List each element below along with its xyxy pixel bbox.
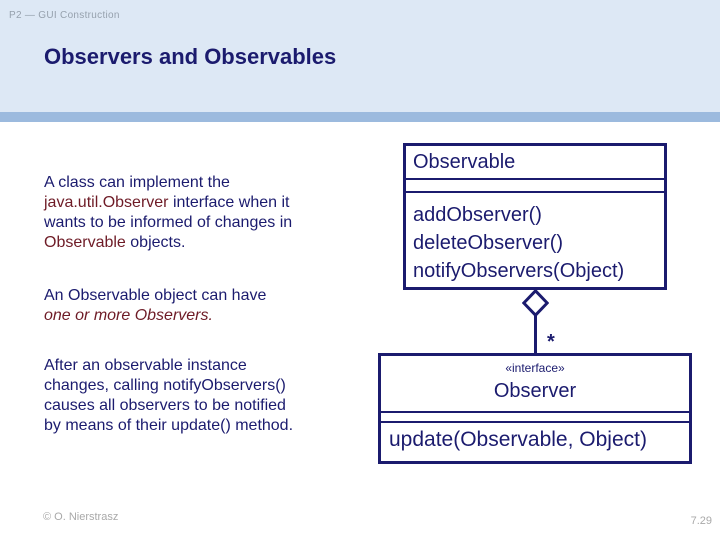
interface-stereotype: «interface»	[505, 361, 565, 375]
uml-class-observable: Observable addObserver() deleteObserver(…	[403, 143, 667, 290]
aggregation-diamond-icon	[522, 289, 549, 317]
page-title: Observers and Observables	[44, 44, 337, 69]
observable-class-name: Observable	[406, 146, 664, 180]
page-number: 7.29	[690, 515, 712, 527]
code-highlight: Observable	[44, 234, 126, 251]
text-segment: After an observable instance	[44, 357, 247, 374]
text-segment: A class can implement the	[44, 174, 230, 191]
paragraph-notify: After an observable instance changes, ca…	[44, 356, 293, 436]
text-line: java.util.Observer interface when it	[44, 193, 292, 213]
observable-methods-compartment: addObserver() deleteObserver() notifyObs…	[406, 193, 664, 285]
copyright-label: © O. Nierstrasz	[43, 511, 119, 523]
slide-header: P2 — GUI Construction Observers and Obse…	[0, 0, 720, 112]
paragraph-observers: An Observable object can have one or mor…	[44, 286, 266, 326]
method-add-observer: addObserver()	[413, 204, 542, 226]
text-line: causes all observers to be notified	[44, 396, 293, 416]
text-segment: causes all observers to be notified	[44, 397, 286, 414]
uml-class-observer: «interface» Observer update(Observable, …	[378, 353, 692, 464]
text-line: A class can implement the	[44, 173, 292, 193]
method-update: update(Observable, Object)	[389, 428, 647, 451]
text-segment: by means of their update() method.	[44, 417, 294, 434]
association-line	[534, 315, 537, 355]
text-line: Observable objects.	[44, 233, 292, 253]
observer-class-name: Observer	[493, 380, 577, 402]
observer-attributes-compartment	[381, 413, 689, 423]
text-segment: changes, calling notifyObservers()	[44, 377, 286, 394]
multiplicity-label: *	[547, 331, 555, 353]
paragraph-implement: A class can implement the java.util.Obse…	[44, 173, 292, 253]
text-segment: wants to be informed of changes in	[44, 214, 293, 231]
observer-title-compartment: «interface» Observer	[381, 356, 689, 413]
text-segment: interface when it	[168, 194, 290, 211]
text-line: An Observable object can have	[44, 286, 266, 306]
method-delete-observer: deleteObserver()	[413, 232, 564, 254]
text-line: one or more Observers.	[44, 306, 266, 326]
observer-methods-compartment: update(Observable, Object)	[381, 423, 689, 452]
method-notify-observers: notifyObservers(Object)	[413, 260, 625, 282]
text-line: After an observable instance	[44, 356, 293, 376]
text-line: changes, calling notifyObservers()	[44, 376, 293, 396]
course-label: P2 — GUI Construction	[9, 10, 120, 21]
emphasis-segment: one or more Observers.	[44, 307, 213, 324]
text-line: by means of their update() method.	[44, 416, 293, 436]
text-segment: An Observable object can have	[44, 287, 267, 304]
text-segment: objects.	[125, 234, 186, 251]
code-highlight: java.util.Observer	[44, 194, 169, 211]
text-line: wants to be informed of changes in	[44, 213, 292, 233]
observable-attributes-compartment	[406, 180, 664, 193]
divider-bar	[0, 112, 720, 122]
